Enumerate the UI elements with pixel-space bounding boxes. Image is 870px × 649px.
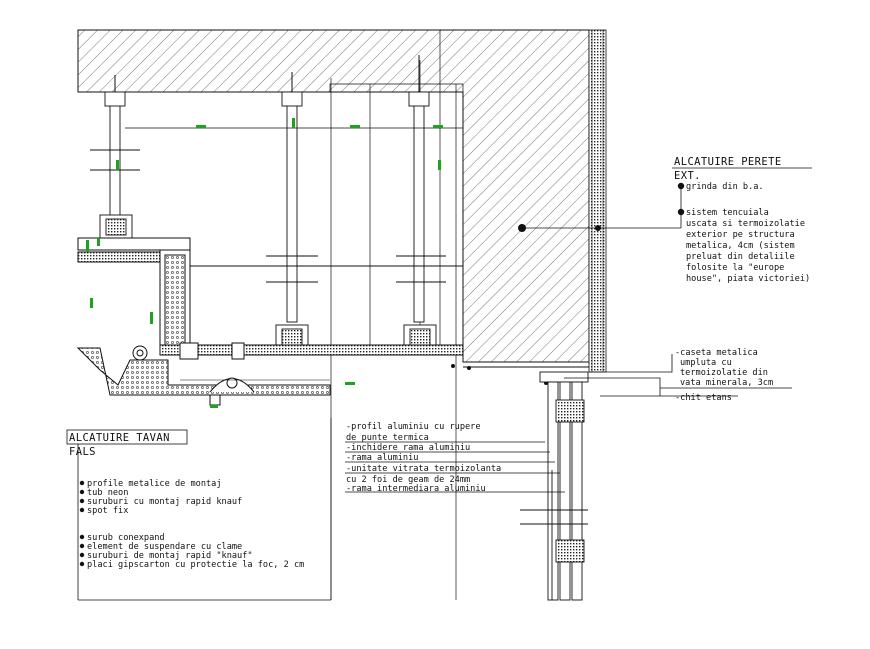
wall-legend-subtitle: EXT. [674,170,701,182]
ceiling-legend-bullets [79,480,85,567]
ceiling-item-1: profile metalice de montaj [87,479,222,489]
profil-line-1: -profil aluminiu cu rupere [346,422,481,432]
ceiling-legend-subtitle: FALS [69,446,96,458]
wall-item-2-line-5: preluat din detaliile [686,252,795,262]
ceiling-bulkhead [77,237,463,351]
wall-legend-title: ALCATUIRE PERETE [674,156,782,168]
ceiling-item-5: surub conexpand [87,533,165,543]
ceiling-item-8: placi gipscarton cu protectie la foc, 2 … [87,560,304,570]
facade-leaders [564,354,792,397]
intermediara-label: -rama intermediara aluminiu [346,484,486,494]
dimension-marks [86,118,443,408]
wall-item-2-line-1: sistem tencuiala [686,208,769,218]
window-label-leaders [345,441,565,493]
unitate-line-1: -unitate vitrata termoizolanta [346,464,501,474]
light-cove [76,345,331,406]
hanger-rods [90,91,446,350]
wall-item-1: grinda din b.a. [686,182,764,192]
caseta-line-2: umpluta cu [680,358,732,368]
unitate-line-2: cu 2 foi de geam de 24mm [346,475,470,485]
profil-line-2: de punte termica [346,433,429,443]
rama-label: -rama aluminiu [346,453,418,463]
ceiling-item-2: tub neon [87,488,128,498]
ceiling-item-4: spot fix [87,506,128,516]
chit-etans-label: -chit etans [675,393,732,403]
ceiling-item-6: element de suspendare cu clame [87,542,242,552]
caseta-line-1: -caseta metalica [675,348,758,358]
wall-item-2-line-2: uscata si termoizolatie [686,219,805,229]
wall-legend-leaders [522,167,812,229]
ceiling-legend-title: ALCATUIRE TAVAN [69,432,170,444]
inchidere-label: -inchidere rama aluminiu [346,443,470,453]
wall-item-2-line-3: exterior pe structura [686,230,795,240]
wall-item-2-line-4: metalica, 4cm (sistem [686,241,795,251]
wall-item-2-line-7: house", piata victoriei) [686,274,810,284]
wall-item-2-line-6: folosite la "europe [686,263,784,273]
window-frame [520,371,589,601]
ceiling-item-3: suruburi cu montaj rapid knauf [87,497,242,507]
ceiling-item-7: suruburi de montaj rapid "knauf" [87,551,253,561]
ceiling-legend-leaders [66,418,332,601]
gypsum-ceiling [159,342,589,368]
caseta-line-3: termoizolatie din [680,368,768,378]
caseta-line-4: vata minerala, 3cm [680,378,773,388]
